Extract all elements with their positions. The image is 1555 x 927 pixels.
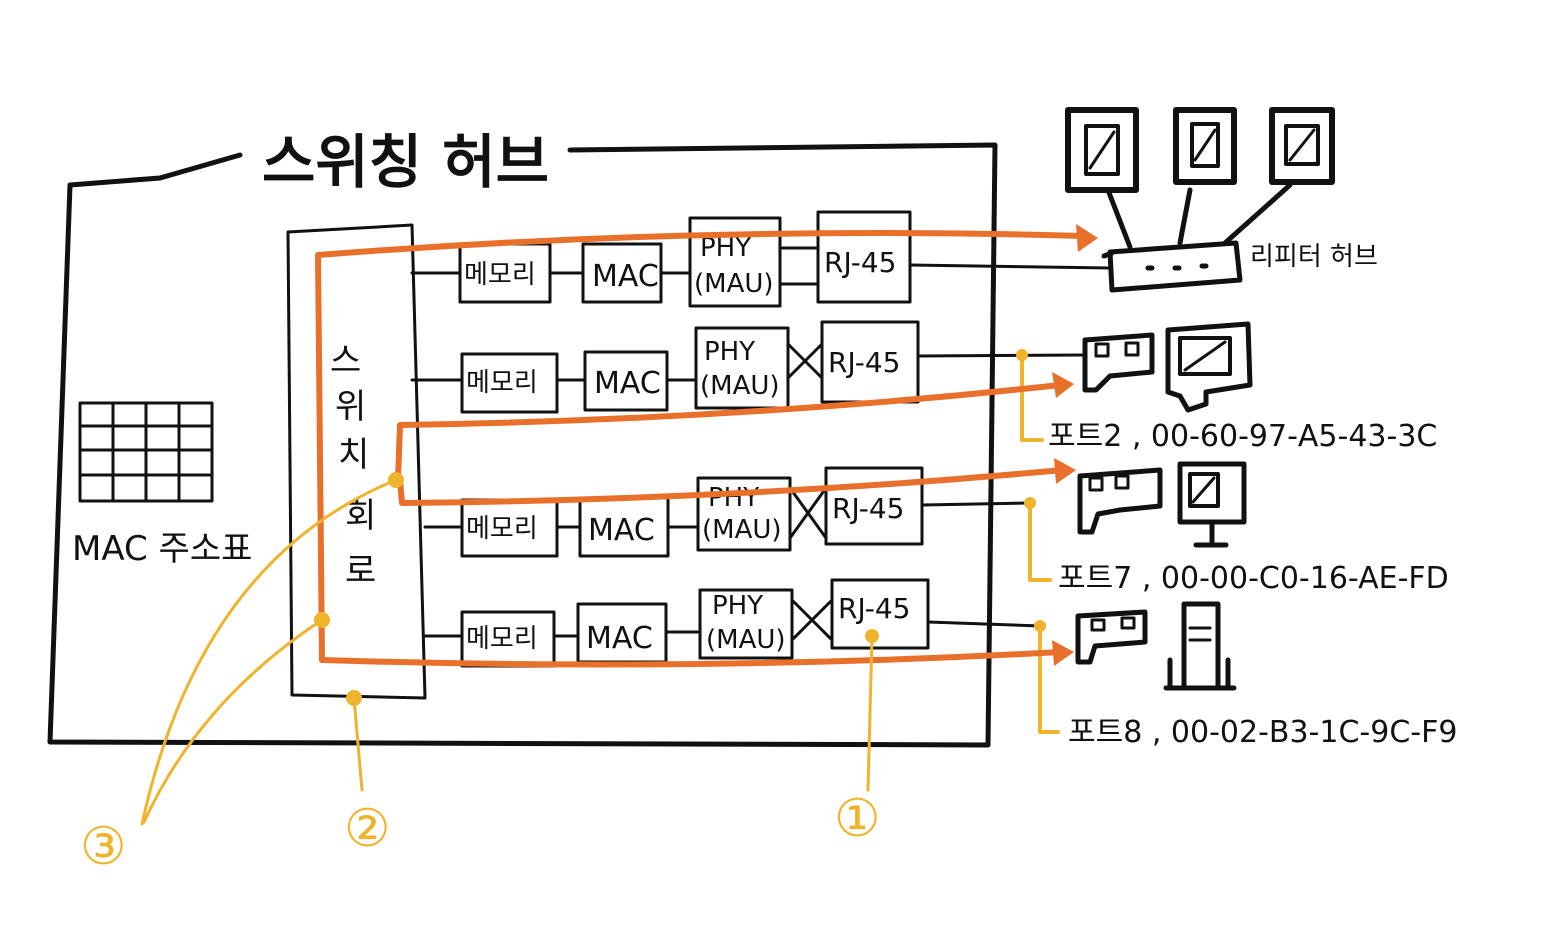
- hub-monitor-icon-1: [1065, 107, 1139, 193]
- port-label-dots: [1016, 349, 1046, 632]
- mac-label-1: MAC: [592, 259, 659, 294]
- hub-title: 스위칭 허브: [262, 128, 549, 196]
- memory-label-1: 메모리: [464, 260, 536, 290]
- memory-label-4: 메모리: [466, 624, 538, 654]
- mac-table-label: MAC 주소표: [72, 529, 252, 569]
- port-row-4: 메모리 MAC PHY (MAU) RJ-45: [423, 578, 1042, 668]
- callout-dots: [314, 472, 879, 706]
- hub-monitor-icon-2: [1173, 107, 1237, 185]
- switch-circuit-char-5: 로: [345, 551, 376, 591]
- repeater-hub-icon: [1101, 182, 1293, 293]
- rj45-label-4: RJ-45: [838, 592, 910, 625]
- memory-label-2: 메모리: [466, 368, 538, 398]
- arrowhead-repeater-hub: [1076, 224, 1098, 252]
- memory-label-3: 메모리: [466, 514, 538, 544]
- mac-label-3: MAC: [588, 513, 655, 548]
- callout-3: ③: [80, 817, 127, 877]
- mac-label-2: MAC: [594, 366, 661, 401]
- forward-path-to-repeater-hub: [315, 230, 1085, 663]
- nic-icon-port2: [1082, 332, 1155, 393]
- monitor-icon-port2: [1165, 321, 1253, 413]
- switch-circuit-char-3: 치: [338, 435, 369, 475]
- callout-leaders: [140, 478, 874, 826]
- phy-label-4: PHY: [712, 591, 763, 621]
- port-row-2: 메모리 MAC PHY (MAU) RJ-45: [410, 320, 1087, 414]
- phy-label-2: PHY: [704, 337, 755, 367]
- switch-circuit-box: [286, 223, 427, 700]
- phy-label-3: PHY: [708, 483, 759, 513]
- arrowhead-port8: [1052, 640, 1074, 666]
- forwarding-arrowheads: [1052, 224, 1098, 666]
- port-label-7: 포트7 , 00-00-C0-16-AE-FD: [1058, 561, 1449, 596]
- port-label-8: 포트8 , 00-02-B3-1C-9C-F9: [1068, 715, 1457, 750]
- callout-1-leader: [866, 634, 874, 792]
- forward-path-to-port2: [395, 382, 1063, 483]
- switching-hub-box: [47, 142, 998, 748]
- forward-path-to-port7: [397, 467, 1065, 506]
- rj45-label-2: RJ-45: [828, 346, 900, 379]
- mac-label-4: MAC: [586, 621, 653, 656]
- callout-1: ①: [834, 789, 881, 849]
- rj45-label-1: RJ-45: [824, 246, 896, 279]
- mau-label-1: (MAU): [694, 269, 774, 299]
- arrowhead-port7: [1054, 458, 1076, 484]
- port-label-leaders: [1020, 353, 1060, 734]
- switch-circuit-char-1: 스: [330, 341, 361, 381]
- arrowhead-port2: [1052, 372, 1074, 398]
- repeater-hub-group: 리피터 허브: [1065, 107, 1378, 293]
- callout-2: ②: [344, 799, 391, 859]
- monitor-icon-port7: [1177, 461, 1247, 548]
- mau-label-3: (MAU): [702, 515, 782, 545]
- mau-label-2: (MAU): [700, 371, 780, 401]
- mau-label-4: (MAU): [706, 625, 786, 655]
- switch-circuit-label: 스 위 치 회 로: [330, 341, 376, 591]
- rj45-label-3: RJ-45: [832, 492, 904, 525]
- repeater-hub-label: 리피터 허브: [1250, 242, 1378, 272]
- port8-host: [1075, 601, 1237, 691]
- switch-circuit-char-2: 위: [335, 387, 366, 427]
- mac-table: [78, 401, 214, 503]
- forwarding-paths: [315, 230, 1085, 668]
- port-label-2: 포트2 , 00-60-97-A5-43-3C: [1048, 419, 1437, 454]
- hub-monitor-icon-3: [1269, 107, 1335, 185]
- port-row-1: 메모리 MAC PHY (MAU) RJ-45: [410, 210, 1112, 308]
- port7-host: [1077, 461, 1247, 548]
- callout-2-leader: [352, 696, 364, 792]
- forward-path-to-port8: [319, 649, 1063, 668]
- tower-pc-icon-port8: [1163, 601, 1237, 691]
- nic-icon-port8: [1075, 609, 1148, 665]
- nic-icon-port7: [1077, 467, 1163, 535]
- callout-3-leader-a: [140, 478, 398, 826]
- port2-host: [1082, 321, 1253, 413]
- callout-3-leader-b: [142, 618, 324, 824]
